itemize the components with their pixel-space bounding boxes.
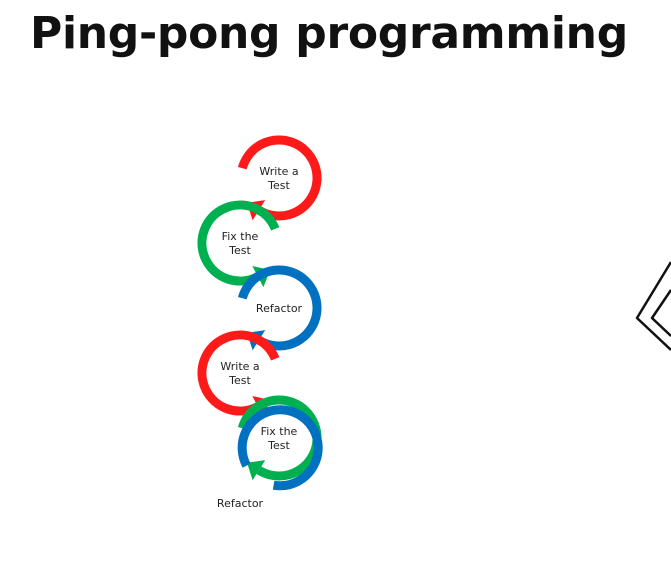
cycle-step-label: Write a: [220, 360, 259, 373]
cycle-step-label: Test: [228, 244, 251, 257]
cycle-arrowhead: [247, 460, 266, 481]
cycle-step-label: Fix the: [261, 425, 298, 438]
cycle-step-label: Test: [267, 439, 290, 452]
cycle-arc: [197, 330, 280, 416]
cycle-step-6: Refactor: [217, 405, 323, 510]
cycle-step-label: Refactor: [217, 497, 264, 510]
cycle-step-label: Test: [228, 374, 251, 387]
cycle-step-label: Refactor: [256, 302, 303, 315]
cycle-arc: [237, 405, 323, 491]
cycle-step-label: Test: [267, 179, 290, 192]
partial-drawing-icon: [635, 261, 671, 351]
cycle-step-label: Fix the: [222, 230, 259, 243]
page-title: Ping-pong programming: [30, 8, 628, 59]
cycle-arc: [237, 265, 322, 351]
cycle-arc: [237, 135, 322, 221]
cycle-arc: [197, 200, 280, 286]
cycle-step-label: Write a: [259, 165, 298, 178]
